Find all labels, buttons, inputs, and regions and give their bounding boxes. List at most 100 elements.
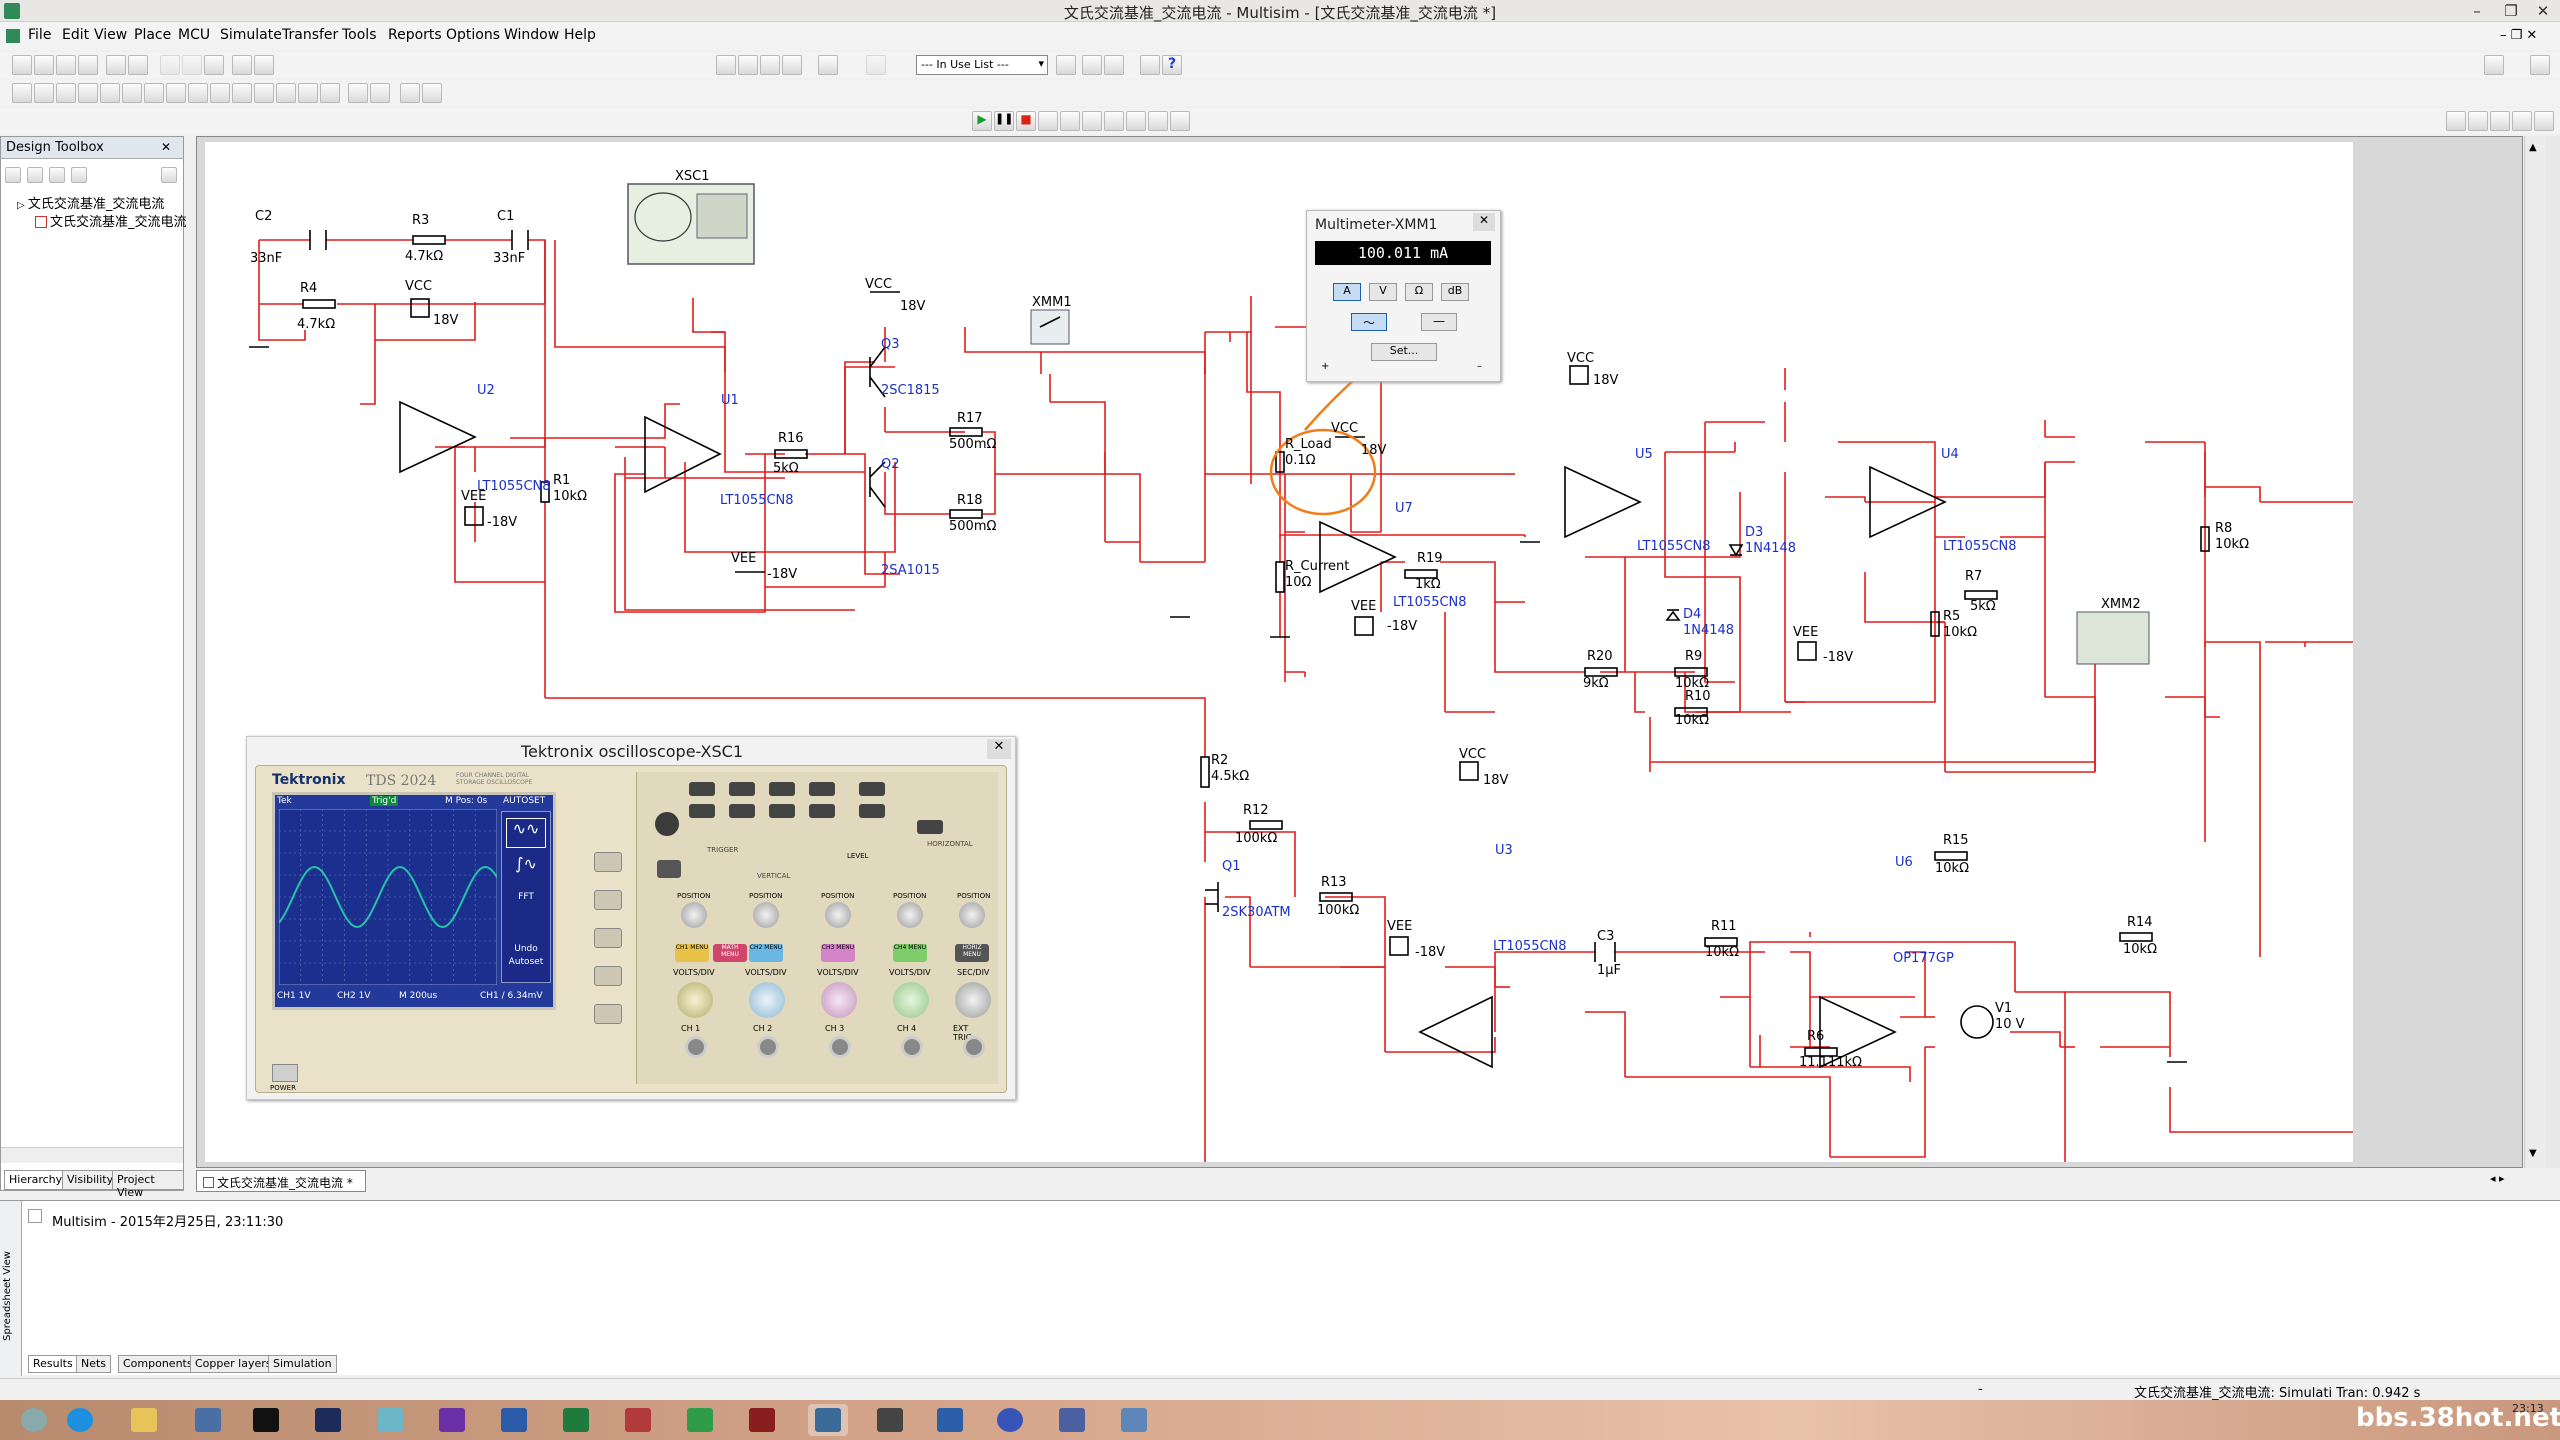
oscilloscope-window[interactable]: Tektronix oscilloscope-XSC1 ✕ Tektronix … <box>246 736 1016 1100</box>
resistor-r16[interactable] <box>774 449 808 459</box>
app-icon-6[interactable] <box>930 1404 970 1436</box>
app-icon-8[interactable] <box>1114 1404 1154 1436</box>
opamp-u3[interactable] <box>1418 995 1493 1069</box>
zoom-area-icon-2[interactable] <box>2490 111 2510 131</box>
app-icon[interactable] <box>188 1404 228 1436</box>
mode-ohm-button[interactable]: Ω <box>1405 283 1433 301</box>
tab-results[interactable]: Results <box>28 1355 78 1373</box>
tab-hierarchy[interactable]: Hierarchy <box>4 1170 68 1190</box>
set-button[interactable]: Set... <box>1371 343 1437 361</box>
knob-pos-horiz[interactable] <box>959 902 985 928</box>
scroll-up-icon[interactable]: ▲ <box>2529 142 2537 153</box>
hier-block-icon[interactable] <box>348 83 368 103</box>
new-sheet-icon[interactable] <box>71 167 87 183</box>
tab-copper-layers[interactable]: Copper layers <box>190 1355 277 1373</box>
tree-root[interactable]: ▷ 文氏交流基准_交流电流 <box>17 193 164 212</box>
btn-horiz-menu[interactable]: HORIZ MENU <box>955 944 989 962</box>
resistor-r6[interactable] <box>1804 1047 1838 1057</box>
bnc-ch4[interactable] <box>901 1036 923 1058</box>
diode-d4[interactable] <box>1665 609 1681 621</box>
start-icon[interactable] <box>14 1404 54 1436</box>
spreadsheet-icon[interactable] <box>738 55 758 75</box>
close-icon[interactable]: ✕ <box>987 739 1011 759</box>
ie-icon[interactable] <box>60 1404 100 1436</box>
maximize-button[interactable]: ❐ <box>2504 2 2518 20</box>
misc-digital-icon[interactable] <box>166 83 186 103</box>
menu-options[interactable]: Options <box>446 27 501 43</box>
close-icon[interactable]: ✕ <box>161 140 172 154</box>
scope-btn[interactable] <box>729 804 755 818</box>
tab-simulation[interactable]: Simulation <box>268 1355 337 1373</box>
save-icon[interactable] <box>78 55 98 75</box>
full-screen-icon[interactable] <box>2534 111 2554 131</box>
open-folder-icon[interactable] <box>27 167 43 183</box>
scope-btn[interactable] <box>689 804 715 818</box>
new-icon[interactable] <box>12 55 32 75</box>
menu-simulate[interactable]: Simulate <box>220 27 282 43</box>
save-folder-icon[interactable] <box>49 167 65 183</box>
access-icon[interactable] <box>618 1404 658 1436</box>
scope-btn[interactable] <box>769 782 795 796</box>
bnc-ch1[interactable] <box>685 1036 707 1058</box>
open-icon[interactable] <box>34 55 54 75</box>
misc-icon[interactable] <box>254 83 274 103</box>
cut-icon[interactable] <box>160 55 180 75</box>
diode-d3[interactable] <box>1728 544 1744 557</box>
resistor-r17[interactable] <box>949 427 983 437</box>
scope-btn[interactable] <box>809 804 835 818</box>
log-expand-icon[interactable] <box>28 1209 42 1223</box>
resistor-r20[interactable] <box>1584 667 1618 677</box>
source-icon[interactable] <box>12 83 32 103</box>
source-vcc4[interactable] <box>1569 365 1589 385</box>
scope-btn[interactable] <box>729 782 755 796</box>
btn-ch3-menu[interactable]: CH3 MENU <box>821 944 855 962</box>
knob-pos-ch2[interactable] <box>753 902 779 928</box>
power-icon[interactable] <box>232 83 252 103</box>
ac-button[interactable]: 〜 <box>1351 313 1387 331</box>
copy-icon[interactable] <box>182 55 202 75</box>
knob-pos-ch1[interactable] <box>681 902 707 928</box>
btn-ch2-menu[interactable]: CH2 MENU <box>749 944 783 962</box>
app-icon-5[interactable] <box>870 1404 910 1436</box>
scope-btn[interactable] <box>859 804 885 818</box>
excel-icon[interactable] <box>556 1404 596 1436</box>
probe-check-button[interactable] <box>657 860 681 878</box>
erc-icon[interactable] <box>1056 55 1076 75</box>
step-over-icon[interactable] <box>1060 111 1080 131</box>
scope-btn[interactable] <box>859 782 885 796</box>
back-annotate-icon[interactable] <box>866 55 886 75</box>
menu-tools[interactable]: Tools <box>342 27 377 43</box>
resistor-rcurrent[interactable] <box>1275 561 1285 593</box>
db-manager-icon[interactable] <box>782 55 802 75</box>
pause-indicator-icon[interactable] <box>1170 111 1190 131</box>
tab-scroll-arrows[interactable]: ◂ ▸ <box>2490 1172 2505 1185</box>
resistor-r8[interactable] <box>2200 526 2210 552</box>
resistor-r3[interactable] <box>412 235 446 245</box>
resistor-r15[interactable] <box>1934 851 1968 861</box>
run-cursor-icon[interactable] <box>1104 111 1124 131</box>
grapher-icon[interactable] <box>818 55 838 75</box>
opamp-u2[interactable] <box>399 400 477 474</box>
close-button[interactable]: ✕ <box>2536 2 2550 20</box>
source-vee4[interactable] <box>1797 641 1817 661</box>
help-icon[interactable]: ? <box>1162 55 1182 75</box>
transistor-icon[interactable] <box>78 83 98 103</box>
resistor-r12[interactable] <box>1249 820 1283 830</box>
menu-file[interactable]: File <box>28 27 52 43</box>
menu-reports[interactable]: Reports <box>388 27 442 43</box>
source-vcc1[interactable] <box>410 298 430 318</box>
view-icon[interactable] <box>2484 55 2504 75</box>
paste-icon[interactable] <box>204 55 224 75</box>
tab-visibility[interactable]: Visibility <box>62 1170 119 1190</box>
btn-ch4-menu[interactable]: CH4 MENU <box>893 944 927 962</box>
mixed-icon[interactable] <box>188 83 208 103</box>
app-icon-4[interactable] <box>742 1404 782 1436</box>
visual-studio-icon[interactable] <box>432 1404 472 1436</box>
zoom-in-icon[interactable] <box>2446 111 2466 131</box>
resistor-r10[interactable] <box>1674 707 1708 717</box>
in-use-list-dropdown[interactable]: --- In Use List ---▾ <box>916 55 1048 75</box>
source-vcc5[interactable] <box>1459 761 1479 781</box>
toggle-view-icon[interactable] <box>716 55 736 75</box>
btn-math-menu[interactable]: MATH MENU <box>713 944 747 962</box>
resistor-r11[interactable] <box>1704 937 1738 947</box>
